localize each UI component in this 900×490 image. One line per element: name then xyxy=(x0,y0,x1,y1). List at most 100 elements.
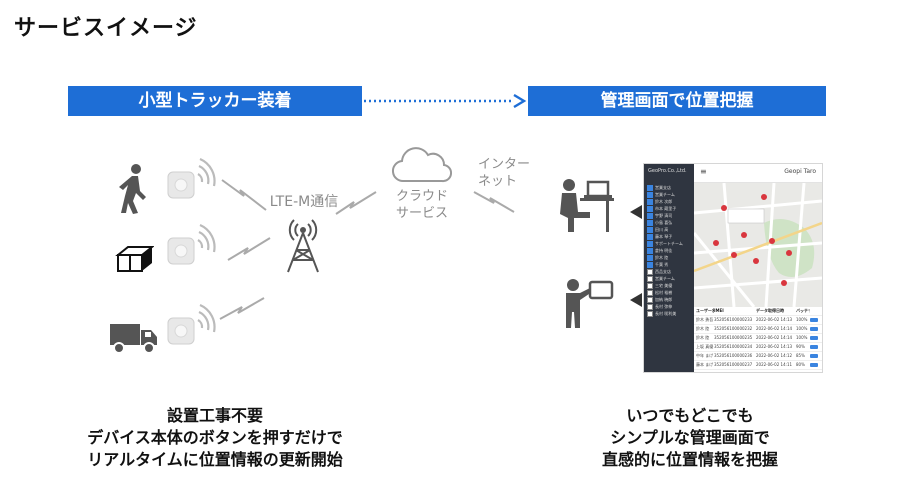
signal-zigzag-icon xyxy=(221,179,267,211)
signal-zigzag-icon xyxy=(335,191,377,215)
person-tablet-icon xyxy=(566,279,614,328)
cloud-label-line: サービス xyxy=(395,206,448,221)
tree-item[interactable]: 長村 咲利美 xyxy=(647,310,693,317)
caption-line: 直感的に位置情報を把握 xyxy=(601,450,778,469)
tree-item[interactable]: 鈴木 次郎 xyxy=(647,198,693,205)
admin-dashboard-screenshot: GeoPro.Co.,Ltd. 営業支店営業チーム鈴木 次郎市本 蔵里子宇野 清… xyxy=(643,163,823,373)
cell-battery: 90% xyxy=(796,344,805,349)
left-caption: 設置工事不要 デバイス本体のボタンを押すだけで リアルタイムに位置情報の更新開始 xyxy=(30,405,400,471)
cell-battery: 100% xyxy=(796,326,808,331)
tree-item[interactable]: 三宅 美優 xyxy=(647,282,693,289)
device-table: ユーザー名 IMEI データ取得日時 バッテリー 鈴木 勇吾3520561000… xyxy=(694,307,822,372)
cell-name: 藤本 まげ xyxy=(696,362,714,367)
tree-item[interactable]: 加納 暁郎 xyxy=(647,296,693,303)
internet-label-line: インター xyxy=(478,157,531,172)
signal-zigzag-icon xyxy=(227,237,271,261)
cell-name: 鈴木 陸 xyxy=(696,335,710,340)
caption-line: 設置工事不要 xyxy=(166,406,263,425)
signal-zigzag-icon xyxy=(473,191,515,213)
cell-name: 中年 まげ xyxy=(696,353,714,358)
signal-zigzag-icon xyxy=(219,297,265,320)
right-caption: いつでもどこでも シンプルな管理画面で 直感的に位置情報を把握 xyxy=(540,405,840,471)
truck-icon xyxy=(110,324,157,354)
banner-management: 管理画面で位置把握 xyxy=(528,86,826,116)
table-header-row: ユーザー名 IMEI データ取得日時 バッテリー xyxy=(694,307,822,316)
tree-item[interactable]: 倉持 明佳 xyxy=(647,247,693,254)
header-imei: IMEI xyxy=(714,308,724,313)
tree-item[interactable]: 千葉 秀 xyxy=(647,261,693,268)
battery-icon xyxy=(810,345,818,349)
caption-line: いつでもどこでも xyxy=(626,406,754,425)
cell-time: 2022-06-02 14:13 xyxy=(756,317,793,322)
banner-tracker: 小型トラッカー装着 xyxy=(68,86,362,116)
tree-item[interactable]: 小島 喜弘 xyxy=(647,219,693,226)
cell-imei: 352056100000236 xyxy=(714,353,753,358)
cloud-icon xyxy=(392,147,453,183)
cell-imei: 352056100000233 xyxy=(714,317,753,322)
package-box-icon xyxy=(115,246,154,272)
cell-imei: 352056100000232 xyxy=(714,326,753,331)
tree-item[interactable]: 営業チーム xyxy=(647,275,693,282)
tree-item[interactable]: 田川 高 xyxy=(647,226,693,233)
cloud-label-line: クラウド xyxy=(395,189,448,204)
cell-time: 2022-06-02 14:14 xyxy=(756,326,793,331)
tree-item[interactable]: 宇野 清司 xyxy=(647,212,693,219)
tracker-device-icon xyxy=(167,224,216,265)
cell-battery: 100% xyxy=(796,335,808,340)
dashboard-user[interactable]: Geopi Taro xyxy=(784,168,816,175)
battery-icon xyxy=(810,354,818,358)
tree-item[interactable]: 市本 蔵里子 xyxy=(647,205,693,212)
header-battery: バッテリー xyxy=(796,308,810,313)
pointer-triangle-icon xyxy=(630,205,642,219)
cell-time: 2022-06-02 14:12 xyxy=(756,353,793,358)
cell-tower-icon xyxy=(287,219,319,273)
cell-name: 上坂 真優 xyxy=(696,344,714,349)
tree-item[interactable]: 営業支店 xyxy=(647,184,693,191)
cell-name: 鈴木 勇吾 xyxy=(696,317,714,322)
cell-battery: 85% xyxy=(796,353,805,358)
dashboard-header: ≡ Geopi Taro xyxy=(694,164,822,183)
tree-item[interactable]: 西品支店 xyxy=(647,268,693,275)
cloud-service-label: クラウド サービス xyxy=(382,188,462,222)
cell-imei: 352056100000234 xyxy=(714,344,753,349)
cell-time: 2022-06-02 14:14 xyxy=(756,335,793,340)
internet-label-line: ネット xyxy=(478,174,518,189)
dashboard-map[interactable] xyxy=(694,183,822,307)
tree-item[interactable]: 鈴木 陸 xyxy=(647,254,693,261)
dashboard-sidebar: GeoPro.Co.,Ltd. 営業支店営業チーム鈴木 次郎市本 蔵里子宇野 清… xyxy=(644,164,694,372)
dashboard-brand: GeoPro.Co.,Ltd. xyxy=(648,168,687,174)
tree-item[interactable]: 営業チーム xyxy=(647,191,693,198)
lte-label: LTE-M通信 xyxy=(269,194,339,210)
tracker-device-icon xyxy=(167,304,216,345)
battery-icon xyxy=(810,363,818,367)
battery-icon xyxy=(810,336,818,340)
caption-line: デバイス本体のボタンを押すだけで xyxy=(87,428,343,447)
tree-item[interactable]: サポートチーム xyxy=(647,240,693,247)
page-title: サービスイメージ xyxy=(14,16,198,41)
tracker-device-icon xyxy=(167,158,216,199)
tree-item[interactable]: 長村 弥伸 xyxy=(647,303,693,310)
dotted-arrow-icon xyxy=(364,94,527,108)
battery-icon xyxy=(810,318,818,322)
walking-person-icon xyxy=(119,164,146,214)
cell-imei: 352056100000237 xyxy=(714,362,753,367)
map-pin-icon[interactable] xyxy=(713,194,792,286)
caption-line: リアルタイムに位置情報の更新開始 xyxy=(87,450,343,469)
cell-imei: 352056100000235 xyxy=(714,335,753,340)
cell-battery: 80% xyxy=(796,362,805,367)
cell-time: 2022-06-02 14:11 xyxy=(756,362,793,367)
tree-item[interactable]: 藤本 琴子 xyxy=(647,233,693,240)
header-user: ユーザー名 xyxy=(696,308,714,313)
hamburger-icon[interactable]: ≡ xyxy=(700,167,707,176)
tree-item[interactable]: 松村 裕樹 xyxy=(647,289,693,296)
header-time: データ取得日時 xyxy=(756,308,784,313)
group-tree: 営業支店営業チーム鈴木 次郎市本 蔵里子宇野 清司小島 喜弘田川 高藤本 琴子サ… xyxy=(647,184,693,317)
cell-name: 鈴木 陸 xyxy=(696,326,710,331)
